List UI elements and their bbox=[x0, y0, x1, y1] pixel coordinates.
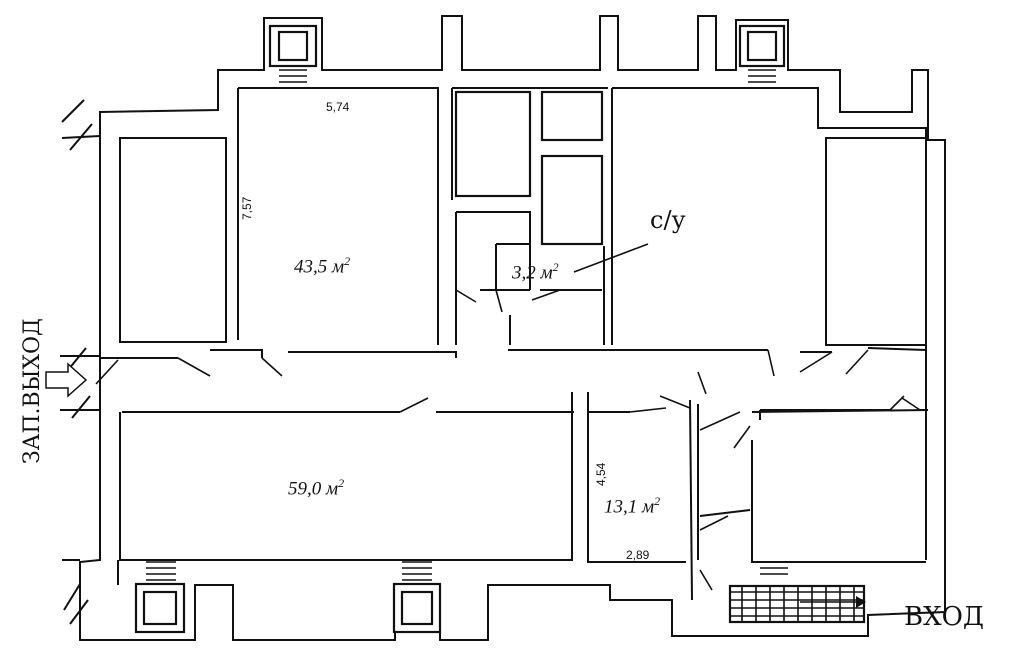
partitions bbox=[100, 347, 928, 601]
room-top-left-width: 5,74 bbox=[326, 100, 350, 114]
room-wc-area: 3,2 м2 bbox=[512, 260, 559, 284]
entrance-stair bbox=[728, 584, 866, 624]
room-small-area: 13,1 м2 bbox=[604, 494, 661, 518]
outer-walls bbox=[79, 15, 946, 641]
wc-leader-line bbox=[573, 243, 649, 273]
room-small-width: 2,89 bbox=[626, 548, 650, 562]
room-top-left-area: 43,5 м2 bbox=[294, 254, 351, 278]
wc-label: с/у bbox=[650, 206, 686, 234]
inner-rooms bbox=[454, 90, 605, 345]
door-swings bbox=[95, 289, 921, 591]
room-small-height: 4,54 bbox=[594, 462, 608, 486]
entrance-label: ВХОД bbox=[904, 602, 985, 632]
break-lines bbox=[60, 99, 101, 625]
emergency-exit-label: ЗАП.ВЫХОД bbox=[20, 318, 45, 464]
room-top-left-height: 7,57 bbox=[240, 196, 254, 220]
room-main-hall-area: 59,0 м2 bbox=[288, 476, 345, 500]
vent-blocks bbox=[134, 24, 788, 634]
exit-arrow-icon bbox=[45, 362, 88, 398]
